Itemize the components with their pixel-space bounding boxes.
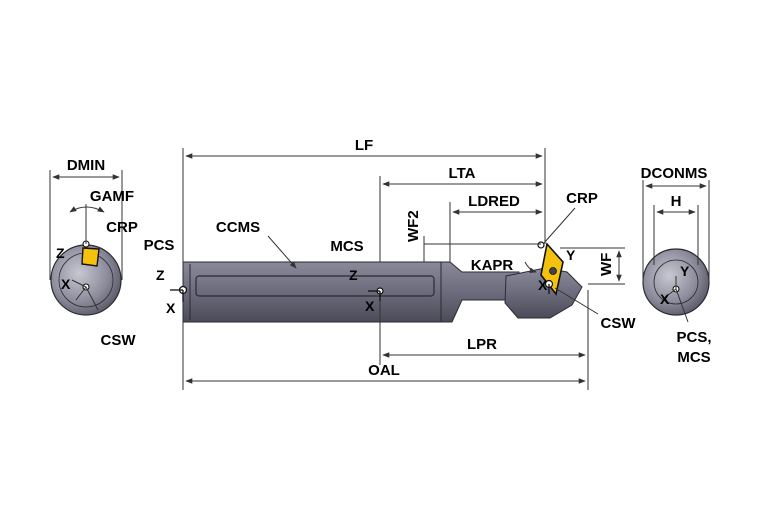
insert-x-axis-label: X xyxy=(538,277,548,293)
front-end-view xyxy=(49,170,123,316)
insert-screw-icon xyxy=(549,267,557,275)
tool-body xyxy=(182,261,583,323)
coolant-channel xyxy=(195,275,435,297)
rear-end-inner xyxy=(653,259,699,305)
front-csw-label: CSW xyxy=(101,332,137,349)
pcs-label: PCS xyxy=(144,237,175,254)
ccms-label: CCMS xyxy=(216,219,260,236)
rear-y-axis-label: Y xyxy=(680,263,690,279)
mcs-label: MCS xyxy=(330,238,363,255)
pcs-x-axis-label: X xyxy=(166,300,176,316)
front-end-insert xyxy=(81,247,100,267)
rear-end-view xyxy=(642,180,710,323)
front-z-axis-label: Z xyxy=(56,245,65,261)
ldred-label: LDRED xyxy=(468,193,520,210)
front-crp-label: CRP xyxy=(106,219,138,236)
h-label: H xyxy=(671,193,682,210)
csw-label: CSW xyxy=(601,315,637,332)
gamf-label: GAMF xyxy=(90,188,134,205)
dconms-label: DCONMS xyxy=(641,165,708,182)
lta-label: LTA xyxy=(449,165,476,182)
wf-label: WF xyxy=(598,253,615,276)
insert-y-axis-label: Y xyxy=(566,247,576,263)
lf-label: LF xyxy=(355,137,373,154)
wf2-label: WF2 xyxy=(405,210,422,242)
dimension-lines xyxy=(182,148,625,390)
crp-point xyxy=(537,241,545,249)
crp-label: CRP xyxy=(566,190,598,207)
front-x-axis-label: X xyxy=(61,276,71,292)
axis-markers xyxy=(170,284,550,302)
oal-label: OAL xyxy=(368,362,400,379)
pcs-mcs-label-line1: PCS, xyxy=(676,329,711,346)
mcs-x-axis-label: X xyxy=(365,298,375,314)
lpr-label: LPR xyxy=(467,336,497,353)
dmin-label: DMIN xyxy=(67,157,105,174)
pcs-mcs-label-line2: MCS xyxy=(677,349,710,366)
mcs-z-axis-label: Z xyxy=(349,267,358,283)
rear-x-axis-label: X xyxy=(660,291,670,307)
kapr-label: KAPR xyxy=(471,257,514,274)
shank xyxy=(182,261,442,323)
pcs-z-axis-label: Z xyxy=(156,267,165,283)
